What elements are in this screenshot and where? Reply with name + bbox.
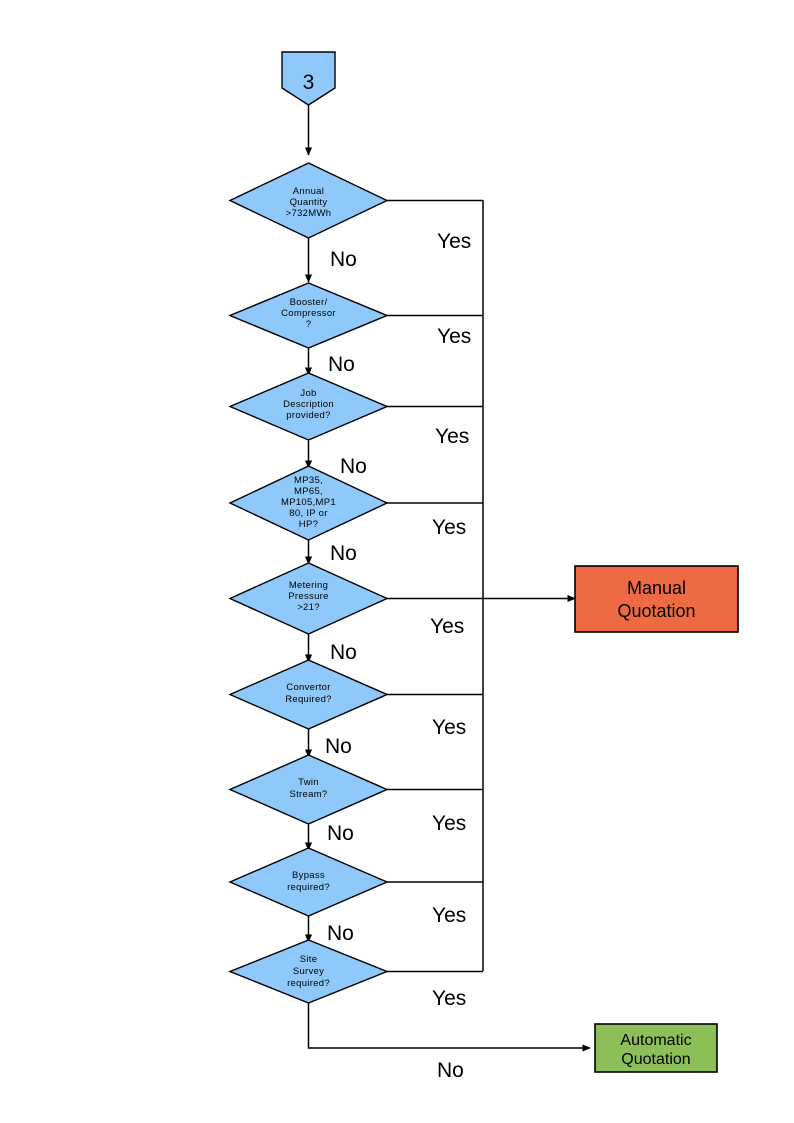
- decision-twin-stream-line-0: Twin: [298, 777, 319, 788]
- decision-pressure-tier-line-1: MP65,: [294, 486, 323, 497]
- branch-label-annual-quantity-no: No: [330, 248, 357, 271]
- branch-label-job-description-yes: Yes: [435, 425, 469, 448]
- decision-convertor-required-line-1: Required?: [285, 694, 332, 705]
- decision-annual-quantity-line-0: Annual: [293, 186, 324, 197]
- terminal-manual-quotation-box: [574, 565, 739, 633]
- decision-job-description-line-2: provided?: [286, 410, 330, 421]
- decision-booster-compressor-line-0: Booster/: [290, 297, 328, 308]
- terminal-automatic-quotation-line-1: Quotation: [621, 1051, 690, 1068]
- decision-site-survey[interactable]: Site Survey required?: [228, 939, 389, 1004]
- branch-label-metering-pressure-yes: Yes: [430, 615, 464, 638]
- branch-label-twin-stream-no: No: [327, 822, 354, 845]
- decision-booster-compressor-line-1: Compressor: [281, 308, 336, 319]
- terminal-manual-quotation[interactable]: Manual Quotation: [574, 565, 739, 633]
- branch-label-pressure-tier-no: No: [330, 542, 357, 565]
- start-connector-3[interactable]: 3: [281, 51, 336, 106]
- decision-metering-pressure-line-1: Pressure: [288, 591, 328, 602]
- branch-label-job-description-no: No: [340, 455, 367, 478]
- terminal-automatic-quotation-box: [594, 1023, 718, 1073]
- terminal-manual-quotation-line-1: Quotation: [617, 601, 695, 621]
- branch-label-bypass-required-yes: Yes: [432, 904, 466, 927]
- decision-annual-quantity[interactable]: Annual Quantity >732MWh: [228, 162, 389, 239]
- decision-bypass-required-line-1: required?: [287, 882, 330, 893]
- decision-booster-compressor-line-2: ?: [306, 319, 312, 330]
- branch-label-twin-stream-yes: Yes: [432, 812, 466, 835]
- connector-site-survey-no-to-automatic: [307, 1003, 591, 1052]
- start-connector-label: 3: [303, 71, 315, 94]
- terminal-manual-quotation-line-0: Manual: [627, 578, 686, 598]
- branch-label-pressure-tier-yes: Yes: [432, 516, 466, 539]
- branch-label-annual-quantity-yes: Yes: [437, 230, 471, 253]
- decision-job-description-line-1: Description: [283, 399, 334, 410]
- decision-job-description[interactable]: Job Description provided?: [228, 372, 389, 441]
- decision-job-description-line-0: Job: [300, 388, 316, 399]
- decision-annual-quantity-line-1: Quantity: [290, 197, 328, 208]
- decision-metering-pressure-line-0: Metering: [289, 580, 328, 591]
- decision-pressure-tier-line-3: 80, IP or: [289, 508, 327, 519]
- branch-label-convertor-required-no: No: [325, 735, 352, 758]
- decision-convertor-required[interactable]: Convertor Required?: [228, 659, 389, 730]
- decision-site-survey-line-0: Site: [300, 954, 318, 965]
- start-pentagon-shape: [281, 51, 336, 106]
- terminal-automatic-quotation[interactable]: Automatic Quotation: [594, 1023, 718, 1073]
- decision-convertor-required-line-0: Convertor: [286, 682, 330, 693]
- terminal-automatic-quotation-line-0: Automatic: [620, 1032, 691, 1049]
- decision-twin-stream-line-1: Stream?: [289, 789, 327, 800]
- decision-booster-compressor[interactable]: Booster/ Compressor ?: [228, 282, 389, 349]
- decision-pressure-tier-line-2: MP105,MP1: [281, 497, 336, 508]
- branch-label-convertor-required-yes: Yes: [432, 716, 466, 739]
- decision-site-survey-line-1: Survey: [293, 966, 324, 977]
- decision-metering-pressure-line-2: >21?: [297, 602, 320, 613]
- decision-bypass-required[interactable]: Bypass required?: [228, 847, 389, 917]
- decision-site-survey-line-2: required?: [287, 978, 330, 989]
- decision-pressure-tier[interactable]: MP35, MP65, MP105,MP1 80, IP or HP?: [228, 465, 389, 541]
- branch-label-metering-pressure-no: No: [330, 641, 357, 664]
- branch-label-bypass-required-no: No: [327, 922, 354, 945]
- branch-label-final-no: No: [437, 1059, 464, 1082]
- branch-label-booster-compressor-yes: Yes: [437, 325, 471, 348]
- decision-twin-stream[interactable]: Twin Stream?: [228, 754, 389, 825]
- branch-label-booster-compressor-no: No: [328, 353, 355, 376]
- decision-pressure-tier-line-4: HP?: [299, 519, 318, 530]
- decision-annual-quantity-line-2: >732MWh: [286, 208, 332, 219]
- decision-bypass-required-line-0: Bypass: [292, 870, 325, 881]
- decision-pressure-tier-line-0: MP35,: [294, 475, 323, 486]
- decision-metering-pressure[interactable]: Metering Pressure >21?: [228, 562, 389, 635]
- branch-label-site-survey-yes: Yes: [432, 987, 466, 1010]
